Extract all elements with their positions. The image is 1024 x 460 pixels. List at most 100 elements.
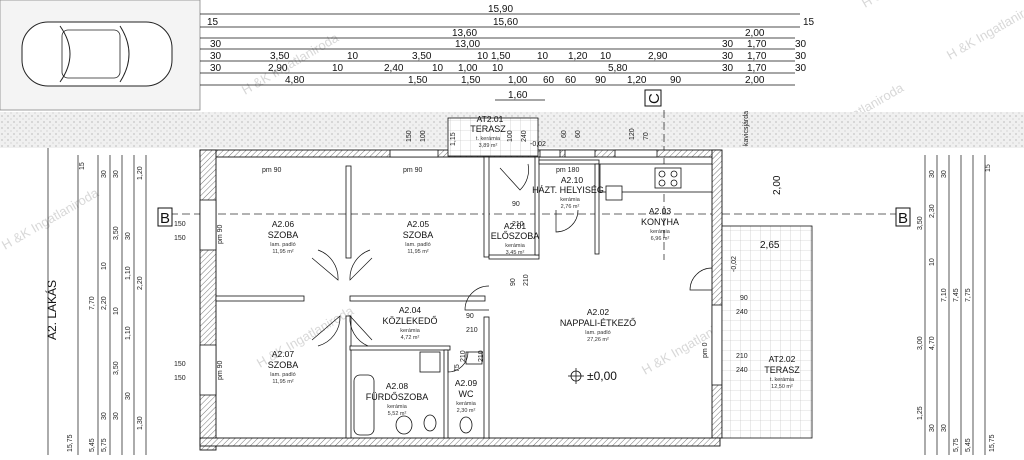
dim-label: 1,30 [137,416,144,430]
dim-label: 10 [347,51,359,62]
dim-label: 7,45 [953,288,960,302]
dim-label: 90 [740,295,748,302]
room-name: ELŐSZOBA [491,231,540,241]
room-id: A2.08 [386,381,408,391]
dim-label: 2,40 [384,63,404,74]
dim-label: 10 [929,258,936,266]
right-dim-lines [924,155,986,455]
dim-label: 70 [643,132,650,140]
dim-label: 2,20 [101,296,108,310]
dim-label: 10 [600,51,612,62]
top-vertical-labels: 150 100 1,15 100 240 60 60 120 70 [406,128,650,146]
room-area: 6,96 m² [651,236,670,242]
dim-label: 150 [174,375,186,382]
dim-label: 210 [466,327,478,334]
dim-label: 15,60 [493,17,518,28]
room-floor: lam. padló [270,242,295,248]
dim-label: 5,75 [953,438,960,452]
room-id: A2.01 [504,221,526,231]
dim-label: 1,50 [461,75,481,86]
window-dim: pm 90 [262,167,282,174]
dim-label: 1,20 [568,51,588,62]
misc-labels: -0,02 -0,02 2,65 2,00 90 240 210 240 150… [174,111,783,383]
room-name: KONYHA [641,217,679,227]
left-dim-labels: 15 30 30 1,20 3,50 30 10 1,10 2,20 7,70 … [67,162,144,452]
room-floor: lam. padló [585,330,610,336]
room-floor: lam. padló [270,372,295,378]
room-name: TERASZ [470,124,506,134]
dim-label: 1,10 [125,326,132,340]
dim-label: 210 [736,353,748,360]
room-area: 12,50 m² [771,384,793,390]
dim-label: 1,15 [450,132,457,146]
dim-label: 3,50 [270,51,290,62]
apartment-label-group: A2. LAKÁS [44,280,59,340]
room-area: 27,26 m² [587,337,609,343]
dim-label: 210 [523,274,530,286]
dim-label: 15,75 [67,434,74,452]
dim-label: 3,50 [412,51,432,62]
dim-label: 30 [795,39,807,50]
dim-label: 150 [174,235,186,242]
dim-label: 10 [477,51,489,62]
dim-label: 2,65 [760,240,780,251]
dim-label: 13,60 [452,28,477,39]
dim-label: 30 [125,392,132,400]
dim-label: 60 [575,130,582,138]
dim-label: 240 [521,130,528,142]
dim-label: 2,00 [745,75,765,86]
room-name: WC [459,389,474,399]
dim-label: 240 [736,367,748,374]
dim-label: 15 [207,17,219,28]
dim-label: 100 [420,130,427,142]
top-dimension-labels: 15,90 15 15,60 15 13,60 2,00 30 13,00 30… [207,4,815,101]
room-name: KÖZLEKEDŐ [382,316,437,326]
apartment-label: A2. LAKÁS [44,280,59,340]
parking-label: kavicsjárda [743,111,750,146]
dim-label: 2,90 [648,51,668,62]
room-area: 11,95 m² [272,379,293,385]
car-icon [21,21,173,87]
dim-label: 30 [210,63,222,74]
dim-label: 30 [941,424,948,432]
room-id: A2.07 [272,349,294,359]
room-id: A2.06 [272,219,294,229]
dim-label: 150 [174,361,186,368]
left-dim-lines [47,148,147,455]
dim-label: 1,60 [508,90,528,101]
dim-label: 5,75 [101,438,108,452]
dim-label: 3,50 [917,216,924,230]
dim-label: 3,50 [113,226,120,240]
dim-label: 30 [722,39,734,50]
room-id: A2.02 [587,307,609,317]
dim-label: 240 [736,309,748,316]
level-label: -0,02 [731,256,738,272]
window-dim: pm 0 [702,342,709,358]
dim-label: 120 [629,128,636,140]
section-markers: B B C [157,89,911,227]
dim-label: 2,00 [772,175,783,195]
room-area: 3,89 m² [479,143,498,149]
room-floor: lam. padló [405,242,430,248]
dim-label: 90 [466,313,474,320]
room-name: TERASZ [764,365,800,375]
dim-label: 7,10 [941,288,948,302]
room-floor: kerámia [387,404,408,410]
dim-label: 90 [512,201,520,208]
dim-label: 30 [125,232,132,240]
section-label-c: C [646,93,663,104]
watermark: H &K Ingatlaniroda [239,30,342,98]
dim-label: 60 [543,75,555,86]
dim-label: 2,90 [268,63,288,74]
dim-label: 13,00 [455,39,480,50]
dim-label: 210 [512,221,524,228]
watermark: H &K Ingatlaniroda [0,185,102,253]
window-dim: pm 90 [217,360,224,380]
dim-label: 210 [460,350,467,362]
window-dim: pm 90 [403,167,423,174]
dim-label: 90 [510,278,517,286]
dim-label: 15 [79,162,86,170]
dim-label: 15,90 [488,4,513,15]
dim-label: 100 [507,130,514,142]
